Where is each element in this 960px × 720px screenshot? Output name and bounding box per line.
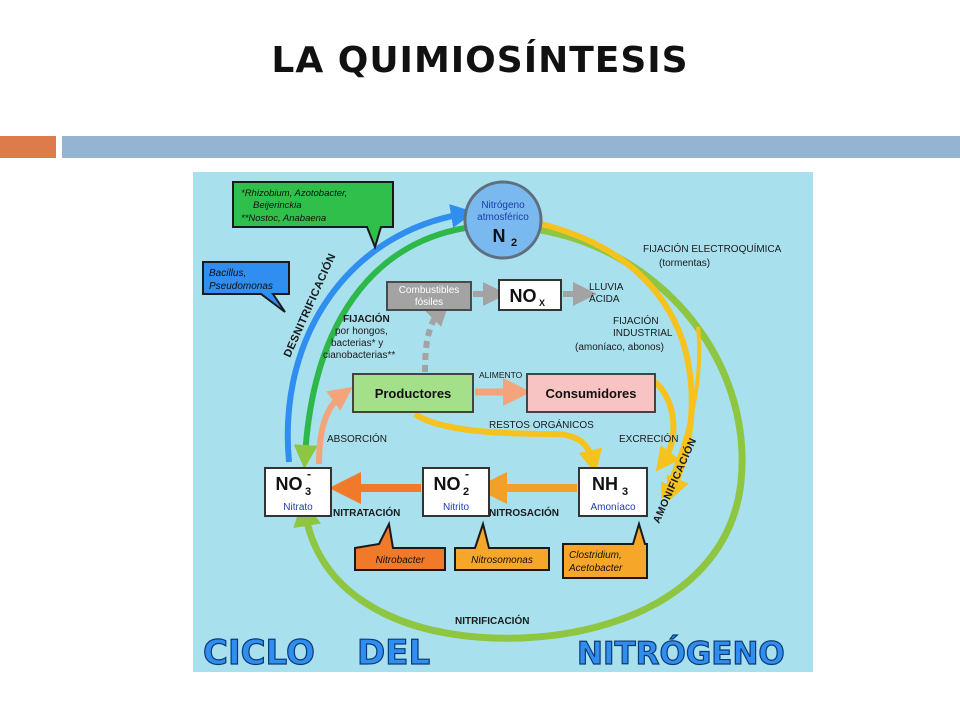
accent-bar-blue [62,136,960,158]
n2-line2: atmosférico [477,212,529,223]
rhizobium-line3: **Nostoc, Anabaena [241,213,326,224]
consumers-label: Consumidores [545,386,636,401]
outer-cycle-arrow [293,226,746,642]
nh3-formula: NH [592,474,618,494]
bacillus-line2: Pseudomonas [209,281,273,292]
label-restos: RESTOS ORGÁNICOS [489,418,594,431]
nh3-subscript: 3 [622,486,628,498]
nitrosomonas-text: Nitrosomonas [471,555,533,566]
absorption-arrow [316,386,353,465]
excretion-arrow [652,379,680,472]
fixation-arrow [293,225,466,469]
organic-remains-arrow [413,411,603,474]
label-absorcion: ABSORCIÓN [327,432,387,445]
clostridium-callout: Clostridium, Acetobacter [562,520,648,579]
electrochemical-fixation-arrow [540,221,695,502]
nitrobacter-callout: Nitrobacter [354,520,446,571]
denitrification-arrow [284,204,475,463]
nh3-name: Amoníaco [590,502,635,513]
nox-node: NO X [498,279,562,311]
nitrite-node: NO 2 - Nitrito [422,467,490,517]
no2-name: Nitrito [443,502,470,513]
bacillus-line1: Bacillus, [209,268,246,279]
nitrosomonas-callout: Nitrosomonas [454,520,550,571]
label-nitrosacion: NITROSACIÓN [489,506,559,519]
no2-formula: NO [434,474,461,494]
producers-label: Productores [375,386,452,401]
label-lluvia-l1: LLUVIA [589,282,624,293]
nitrobacter-text: Nitrobacter [376,555,426,566]
n2-formula: N [493,226,506,246]
no3-superscript: - [307,467,311,481]
ammonia-node: NH 3 Amoníaco [578,467,648,517]
combustibles-line2: fósiles [415,297,443,308]
n2-node: Nitrógeno atmosférico N 2 [463,180,543,260]
accent-bar-orange [0,136,56,158]
clostridium-line2: Acetobacter [568,563,623,574]
no3-subscript: 3 [305,486,311,498]
label-excrecion: EXCRECIÓN [619,432,678,445]
nitrate-node: NO 3 - Nitrato [264,467,332,517]
slide-title: LA QUIMIOSÍNTESIS [271,40,689,81]
producers-node: Productores [352,373,474,413]
label-fijacion-l1: por hongos, [335,326,388,337]
bacillus-callout: Bacillus, Pseudomonas [202,261,290,313]
rhizobium-callout: *Rhizobium, Azotobacter, Beijerinckia **… [232,181,394,251]
no3-name: Nitrato [283,502,313,513]
label-fijacion-electro: FIJACIÓN ELECTROQUÍMICA [643,242,782,255]
no3-formula: NO [276,474,303,494]
label-tormentas: (tormentas) [659,258,710,269]
label-industrial-l3: (amoníaco, abonos) [575,342,664,353]
banner-word-del: DEL [357,633,430,672]
label-industrial-l1: FIJACIÓN [613,314,659,327]
label-nitrificacion: NITRIFICACIÓN [455,614,529,627]
fossil-fuels-node: Combustibles fósiles [386,281,472,311]
label-nitratacion: NITRATACIÓN [333,506,400,519]
label-fijacion-title: FIJACIÓN [343,312,390,325]
banner-word-nitrogeno: NITRÓGENO [577,635,785,672]
combustibles-line1: Combustibles [399,285,460,296]
nox-formula: NO [510,286,537,306]
rhizobium-line1: *Rhizobium, Azotobacter, [241,188,347,199]
rhizobium-line2: Beijerinckia [253,200,302,211]
label-fijacion-l3: cianobacterias** [323,350,395,361]
producers-to-fossil-arrow [422,301,450,373]
label-lluvia-l2: ÁCIDA [589,292,620,305]
consumers-node: Consumidores [526,373,656,413]
nitrogen-cycle-diagram: Nitrógeno atmosférico N 2 Combustibles f… [193,172,813,672]
label-industrial-l2: INDUSTRIAL [613,328,673,339]
banner-word-ciclo: CICLO [203,633,315,672]
diagram-banner: CICLO DEL NITRÓGENO [202,632,785,672]
clostridium-line1: Clostridium, [569,550,622,561]
nox-subscript: X [539,298,545,308]
no2-subscript: 2 [463,486,469,498]
n2-line1: Nitrógeno [481,200,525,211]
n2-subscript: 2 [511,237,517,249]
label-fijacion-l2: bacterias* y [331,338,383,349]
no2-superscript: - [465,467,469,481]
label-alimento: ALIMENTO [479,370,523,380]
